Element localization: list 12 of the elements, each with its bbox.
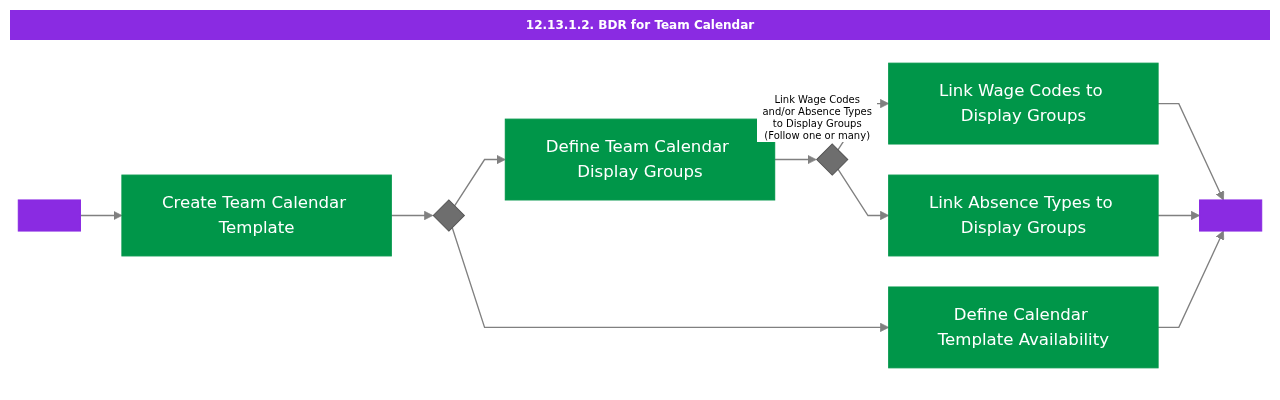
node-box — [1199, 198, 1263, 232]
node-box: Link Absence Types to Display Groups — [888, 174, 1159, 256]
diagram-title: 12.13.1.2. BDR for Team Calendar — [10, 10, 1270, 40]
arrow — [774, 154, 817, 164]
node-box: Define Calendar Template Availability — [888, 286, 1159, 368]
node-box: Create Team Calendar Template — [121, 174, 392, 256]
node-box — [17, 198, 81, 232]
node-box: Link Wage Codes to Display Groups — [888, 62, 1159, 144]
arrow — [453, 154, 506, 207]
node-diamond — [815, 142, 849, 176]
node-diamond — [432, 198, 466, 232]
gateway-note: Link Wage Codes and/or Absence Types to Display Groups (Follow one or many) — [757, 93, 878, 142]
